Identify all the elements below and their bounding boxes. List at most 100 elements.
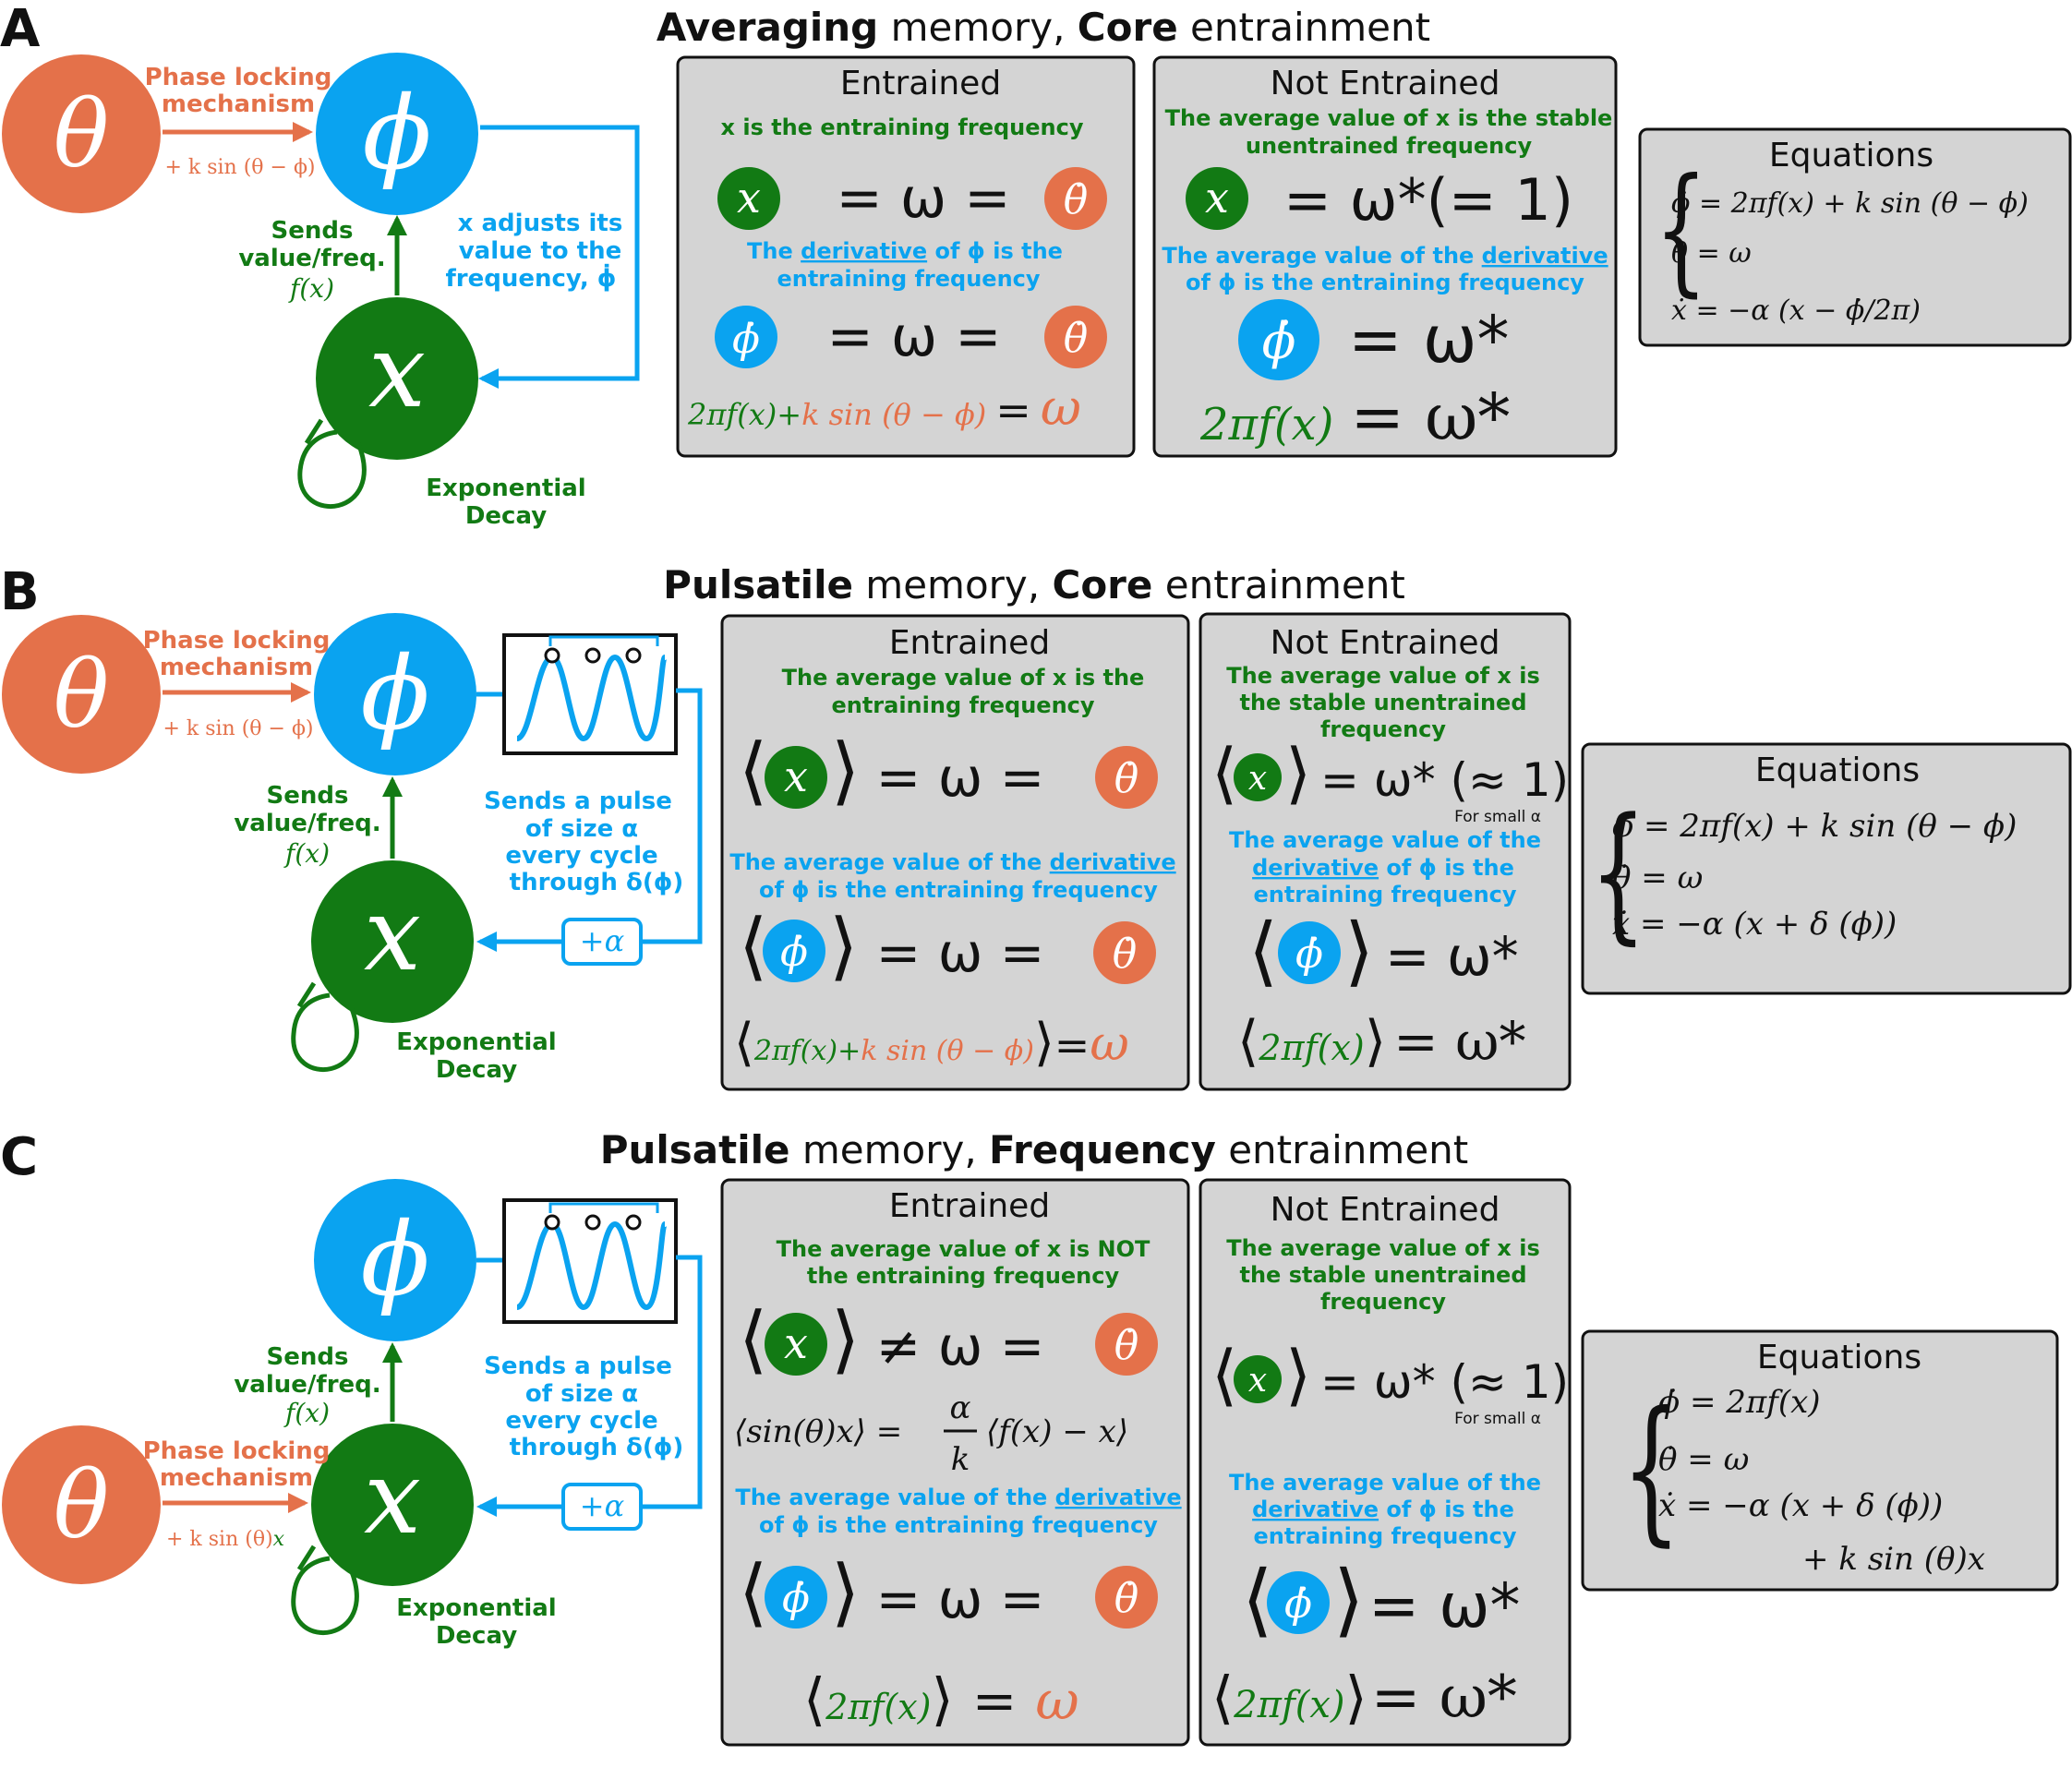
x-badge-label: x	[784, 1318, 808, 1368]
decay-bar	[296, 1545, 317, 1571]
ne-eq2-rest: = ω*	[1368, 1570, 1521, 1641]
phi-dot-badge	[1278, 921, 1341, 984]
angle-close: ⟩	[831, 1549, 860, 1635]
sends-label-3: f(x)	[288, 273, 334, 304]
eq-line-1: ϕ̇ = 2πf(x) + k sin (θ − ϕ)	[1612, 808, 2017, 845]
x-badge-label: x	[784, 751, 808, 801]
entrained-caption-2: The average value of the derivative	[735, 1485, 1181, 1510]
phi-dot-label: ϕ̇	[732, 316, 760, 363]
phase-lock-label-2: mechanism	[160, 654, 313, 681]
pulse-label-3: every cycle	[505, 842, 657, 870]
phi-dot-label: ϕ̇	[1284, 1581, 1312, 1628]
eq2-rest: = ω =	[827, 305, 1002, 369]
small-alpha-note: For small α	[1454, 808, 1541, 826]
entrained-caption-2: The derivative of ϕ is the	[747, 238, 1063, 264]
decay-label-2: Decay	[436, 1056, 517, 1084]
pulse-dot-3	[625, 1214, 642, 1231]
decay-label: Exponential	[426, 475, 585, 502]
eq-line-2: θ̇ = ω	[1658, 1441, 1749, 1478]
eq-line-2: θ̇ = ω	[1612, 859, 1703, 896]
ne-eq3: ⟨2πf(x)⟩= ω*	[1211, 1664, 1517, 1732]
pulse-label-2: of size α	[525, 1380, 638, 1408]
angle-open: ⟨	[739, 727, 767, 813]
adjust-label-2: value to the	[459, 237, 622, 265]
x-badge-label: x	[1248, 1362, 1267, 1400]
phi-dot-label: ϕ̇	[782, 1575, 810, 1622]
decay-bar	[304, 418, 324, 445]
eq-line-1: ϕ̇ = 2πf(x)	[1658, 1384, 1821, 1421]
ne-caption-2c: entraining frequency	[1253, 1523, 1516, 1549]
pulse-dot-2	[584, 1214, 601, 1231]
eq1-rest: ≠ ω =	[876, 1315, 1045, 1377]
eq-line-3: ẋ = −α (x − ϕ̇/2π)	[1671, 294, 1921, 327]
sends-label-3: f(x)	[283, 1398, 330, 1428]
brace: {	[1590, 787, 1646, 959]
ne-caption-2c: entraining frequency	[1253, 882, 1516, 908]
entrained-title: Entrained	[889, 1187, 1050, 1225]
panel-letter: A	[0, 0, 41, 59]
entrained-caption-2: The average value of the derivative	[729, 849, 1175, 875]
pulse-label: Sends a pulse	[484, 1352, 672, 1380]
adjust-arrow	[478, 125, 640, 389]
eq1-rest: = ω =	[876, 746, 1045, 809]
ne-caption-1c: frequency	[1320, 716, 1446, 742]
angle-close: ⟩	[831, 727, 860, 813]
phi-label: ϕ	[363, 74, 432, 192]
pulse-dot-1	[544, 1214, 560, 1231]
x-badge	[765, 746, 827, 809]
sends-label: Sends	[271, 217, 354, 245]
equations-title: Equations	[1769, 137, 1933, 174]
x-label: x	[364, 875, 421, 993]
x-node	[316, 297, 478, 460]
decay-loop	[291, 992, 359, 1073]
not-entrained-title: Not Entrained	[1271, 1191, 1500, 1229]
phase-lock-label: Phase locking	[145, 64, 332, 91]
pulse-line	[643, 1255, 703, 1509]
phase-lock-label: Phase locking	[143, 1437, 331, 1465]
eq3: ⟨2πf(x)⟩=ω	[803, 1665, 1079, 1733]
eq-sin-num: α	[950, 1389, 971, 1426]
equations-title: Equations	[1755, 751, 1920, 789]
phi-node	[314, 613, 476, 775]
angle-open: ⟨	[739, 1296, 767, 1382]
x-badge	[1186, 167, 1248, 230]
entrained-box	[720, 1178, 1190, 1747]
angle-open: ⟨	[1211, 734, 1237, 811]
entrained-box	[720, 614, 1190, 1091]
decay-label-2: Decay	[465, 502, 547, 530]
not-entrained-title: Not Entrained	[1271, 65, 1500, 102]
entrained-caption-1: The average value of x is the	[782, 665, 1145, 691]
equations-title: Equations	[1757, 1339, 1921, 1376]
phase-lock-label-2: mechanism	[160, 1464, 313, 1492]
eq-line-1: ϕ̇ = 2πf(x) + k sin (θ − ϕ)	[1671, 187, 2029, 220]
x-badge	[765, 1313, 827, 1376]
angle-open: ⟨	[1211, 1336, 1237, 1413]
ne-caption-1c: frequency	[1320, 1289, 1446, 1315]
small-alpha-note: For small α	[1454, 1410, 1541, 1428]
theta-label: θ	[54, 1451, 109, 1559]
angle-close: ⟩	[1344, 908, 1374, 995]
entrained-caption-1b: the entraining frequency	[807, 1263, 1120, 1289]
ne-caption-1: The average value of x is	[1226, 663, 1539, 689]
entrained-caption-2b: of ϕ is the entraining frequency	[759, 877, 1158, 903]
entrained-caption-1b: entraining frequency	[831, 692, 1094, 718]
pulse-bar	[548, 635, 659, 646]
eq-line-2: θ̇ = ω	[1671, 237, 1752, 270]
theta-dot-label-2: θ̇	[1114, 1575, 1139, 1622]
ne-caption-2b: derivative of ϕ is the	[1252, 855, 1514, 881]
phi-dot-badge	[1267, 1571, 1330, 1634]
theta-dot-badge	[1044, 167, 1107, 230]
ne-eq1-rest: = ω*(= 1)	[1283, 166, 1573, 234]
theta-dot-badge-2	[1095, 1566, 1158, 1629]
panel-title: Pulsatile memory, Frequency entrainment	[600, 1127, 1469, 1172]
eq2-rest: = ω =	[876, 921, 1045, 984]
coupling-term: + k sin (θ)x	[166, 1528, 285, 1551]
equations-box	[1581, 742, 2072, 995]
angle-close: ⟩	[831, 1296, 860, 1382]
plus-alpha-label: +α	[580, 923, 624, 958]
theta-dot-label-2: θ̇	[1064, 315, 1089, 362]
panel-letter: C	[0, 1127, 38, 1187]
ne-caption-2b: of ϕ is the entraining frequency	[1186, 270, 1584, 295]
x-badge	[1234, 1355, 1282, 1403]
panel-a: A Averaging memory, Core entrainment θ ϕ…	[0, 0, 2072, 530]
